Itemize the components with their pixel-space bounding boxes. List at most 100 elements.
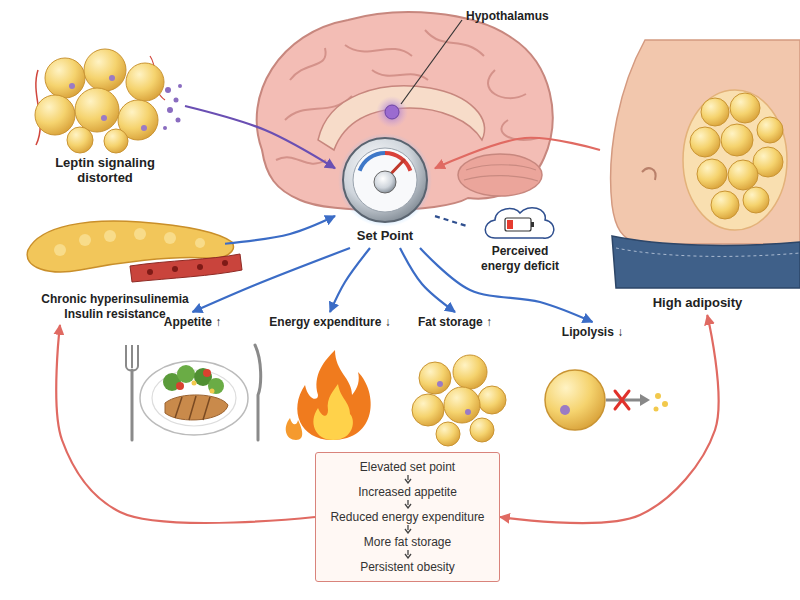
part-label: Hypothalamus: [466, 9, 549, 23]
plate: [140, 361, 248, 435]
fat-cell: [45, 58, 85, 98]
flame-illustration: [286, 350, 371, 440]
step-arrow-line: [405, 525, 411, 533]
dial-face: [353, 148, 417, 212]
set-point-gauge: Set Point: [335, 134, 435, 248]
flame: [297, 350, 370, 440]
fat-cell: [126, 63, 164, 101]
fat-cell: [730, 93, 760, 123]
node-label: Insulin resistance: [64, 307, 165, 321]
fat-cell: [104, 129, 128, 153]
plate-rim: [152, 370, 236, 426]
fat-cell: [470, 418, 494, 442]
knife: [255, 345, 261, 440]
step-arrow: [403, 550, 413, 559]
hypothalamus: [385, 105, 399, 119]
effect-arrow: [330, 248, 370, 312]
fat-cell: [419, 362, 451, 394]
navel: [642, 168, 656, 180]
fatty-acid-dot: [654, 407, 659, 412]
tomato: [176, 382, 184, 390]
corn: [192, 381, 197, 386]
pancreas-illustration: [27, 221, 242, 282]
pancreas-lobule: [79, 234, 91, 246]
input-signal-node: Chronic hyperinsulinemiaInsulin resistan…: [5, 200, 225, 325]
dial-rim: [343, 138, 427, 222]
fork: [131, 370, 134, 440]
signal-arrow: [225, 216, 335, 244]
brain-fold: [290, 48, 326, 80]
effect-label: Lipolysis ↓: [562, 325, 623, 339]
cell-nucleus: [437, 381, 443, 387]
cycle-step: Persistent obesity: [360, 560, 455, 574]
fat-cell: [453, 355, 487, 389]
belly-illustration: [611, 40, 800, 288]
step-arrow-line: [405, 475, 411, 483]
flame: [286, 418, 303, 440]
fat-cell: [412, 394, 444, 426]
lipolysis-illustration: [545, 370, 668, 430]
jeans-seam: [616, 248, 800, 256]
effect-label: Energy expenditure ↓: [269, 315, 390, 329]
fat-cell: [478, 386, 506, 414]
leader-line: [401, 20, 462, 104]
effect-node: Lipolysis ↓: [535, 322, 650, 447]
fat-cell: [67, 127, 93, 153]
battery: [505, 218, 531, 231]
cloud-label: Perceived energy deficit: [473, 244, 568, 273]
fat-cell: [743, 187, 769, 213]
fat-cell: [728, 160, 758, 190]
fat-storage-cells: [412, 355, 506, 446]
fat-cell: [690, 127, 720, 157]
fat-cell: [444, 387, 480, 423]
brain-fold: [345, 45, 412, 56]
blood-cell: [172, 266, 178, 272]
fat-cell: [701, 98, 729, 126]
fat-cell: [75, 88, 119, 132]
adiposity-node: High adiposity: [600, 40, 795, 315]
cell-nucleus: [560, 405, 570, 415]
release-arrowhead: [640, 394, 650, 406]
pancreas-lobule: [164, 232, 176, 244]
step-arrow: [403, 525, 413, 534]
node-label: Chronic hyperinsulinemia: [41, 292, 188, 306]
effect-node: Energy expenditure ↓: [262, 312, 398, 447]
effect-label: Fat storage ↑: [418, 315, 492, 329]
effect-node: Fat storage ↑: [405, 312, 505, 447]
effect-arrow: [400, 248, 455, 312]
tomato: [203, 369, 211, 377]
battery-tip: [531, 222, 534, 227]
belly-skin: [611, 40, 800, 244]
node-label: High adiposity: [653, 295, 743, 311]
cycle-step: Increased appetite: [358, 485, 457, 499]
blood-cell: [147, 269, 153, 275]
battery-charge: [507, 220, 513, 229]
effect-arrow: [193, 248, 351, 312]
fat-cell: [721, 124, 753, 156]
feedback-arrow: [56, 325, 315, 523]
blocked-cross: [615, 391, 629, 409]
flame-core: [313, 384, 353, 440]
salad-leaf: [177, 365, 195, 383]
cycle-step: Reduced energy expenditure: [330, 510, 484, 524]
brain-fold: [425, 30, 484, 56]
blood-cell: [222, 260, 228, 266]
step-arrow: [403, 500, 413, 509]
cell-nucleus: [101, 115, 107, 121]
cerebellum-fold: [464, 165, 538, 181]
cerebellum: [458, 154, 542, 196]
fat-cell: [436, 422, 460, 446]
gauge-label: Set Point: [357, 228, 413, 244]
pancreas-lobule: [54, 244, 66, 256]
dial-scale-low: [360, 153, 385, 171]
grill-marks: [175, 396, 210, 420]
leptin-dot: [163, 126, 167, 130]
step-arrow-line: [405, 500, 411, 508]
fat-cell: [35, 95, 75, 135]
dial-knob: [374, 171, 396, 193]
fatty-acid-dot: [662, 401, 668, 407]
salad-leaf: [208, 378, 224, 394]
leptin-fat-cells: [35, 49, 182, 153]
effect-node: Appetite ↑: [120, 312, 265, 447]
